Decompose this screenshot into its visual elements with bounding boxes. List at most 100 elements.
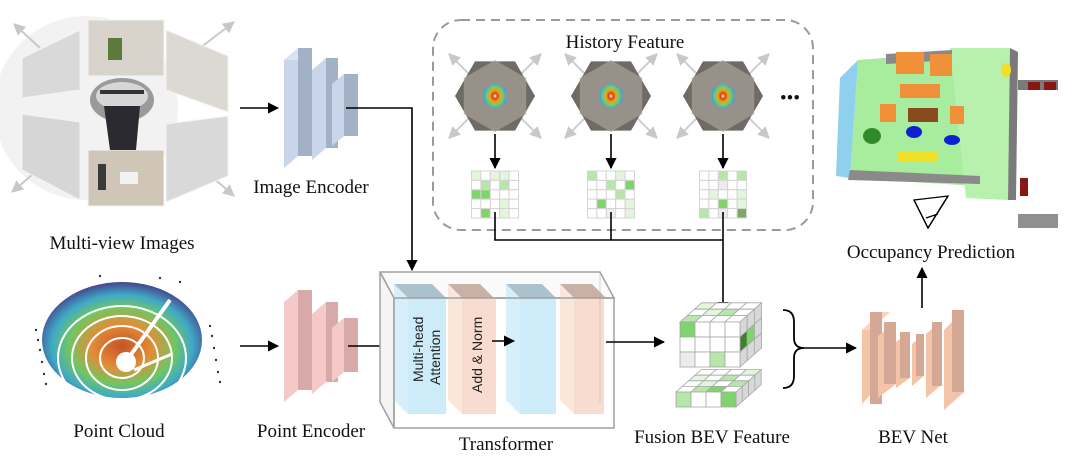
voxel-front <box>724 351 741 368</box>
history-feature-grid <box>699 170 747 219</box>
lidar-hexagon <box>599 83 623 109</box>
camera-view-rear-left <box>21 113 81 201</box>
grid-cell <box>499 198 510 210</box>
grid-cell <box>708 179 719 191</box>
grid-cell <box>615 198 626 210</box>
grid-cell <box>615 179 626 191</box>
grid-cell <box>727 198 738 210</box>
brace-icon <box>782 309 805 389</box>
grid-cell <box>480 179 491 191</box>
grid-cell <box>587 198 598 210</box>
grid-cell <box>489 179 501 191</box>
grid-cell <box>489 189 501 200</box>
image-encoder: Image Encoder <box>253 48 369 198</box>
grid-cell <box>615 170 626 181</box>
grid-cell <box>605 170 617 181</box>
fusion-bev-cube <box>678 301 763 368</box>
bev-net-label: BEV Net <box>878 427 949 448</box>
history-frame <box>564 53 658 170</box>
voxel-front <box>709 351 726 368</box>
voxel-front <box>709 321 726 338</box>
fusion-bev-slab <box>674 368 763 408</box>
voxel-front <box>709 336 726 353</box>
attention-block-2 <box>506 284 556 414</box>
arrow-icon <box>448 53 470 75</box>
camera-view-front-left <box>21 29 81 99</box>
voxel-front <box>724 321 741 338</box>
voxel-front <box>679 336 696 353</box>
lidar-hexagon <box>483 83 507 109</box>
transformer-label: Transformer <box>459 434 554 455</box>
point-cloud-label: Point Cloud <box>73 421 165 442</box>
grid-cell <box>624 179 635 191</box>
grid-cell <box>708 198 719 210</box>
grid-cell <box>708 189 719 200</box>
grid-cell <box>471 208 482 219</box>
grid-cell <box>727 208 738 219</box>
grid-cell <box>699 179 710 191</box>
grid-cell <box>596 208 607 219</box>
history-feature-grid <box>471 170 520 219</box>
grid-cell <box>587 208 598 219</box>
add-norm-block <box>448 284 496 414</box>
grid-cell <box>489 198 501 210</box>
arrow-icon <box>520 53 542 75</box>
voxel-front <box>694 321 711 338</box>
arrow-encoder-to-transformer <box>346 107 418 272</box>
occupancy-prediction-label: Occupancy Prediction <box>847 242 1016 263</box>
grid-cell <box>615 189 626 200</box>
voxel-front <box>679 321 696 338</box>
grid-cell <box>587 179 598 191</box>
grid-cell <box>708 170 719 181</box>
grid-cell <box>699 208 710 219</box>
voxel-front <box>724 336 741 353</box>
grid-cell <box>587 170 598 181</box>
grid-cell <box>699 189 710 200</box>
ellipsis: ••• <box>780 88 800 109</box>
grid-cell <box>615 208 626 219</box>
grid-cell <box>508 189 520 200</box>
point-cloud: Point Cloud <box>34 274 222 442</box>
history-feature-grid <box>587 170 635 219</box>
voxel-front <box>694 351 711 368</box>
voxel-front <box>694 336 711 353</box>
grid-cell <box>727 170 738 181</box>
grid-cell <box>624 198 635 210</box>
arrow-icon <box>676 53 698 75</box>
grid-cell <box>471 170 482 181</box>
grid-cell <box>508 208 520 219</box>
point-encoder: Point Encoder <box>257 290 366 442</box>
grid-cell <box>699 198 710 210</box>
voxel-front <box>720 391 737 408</box>
grid-cell <box>717 189 729 200</box>
fusion-bev-feature-label: Fusion BEV Feature <box>634 427 790 448</box>
voxel-side <box>754 331 762 356</box>
grid-cell <box>489 170 501 181</box>
grid-cell <box>596 189 607 200</box>
grid-cell <box>605 179 617 191</box>
grid-cell <box>699 170 710 181</box>
grid-cell <box>480 198 491 210</box>
bev-net: BEV Net <box>862 310 964 448</box>
grid-cell <box>596 170 607 181</box>
arrow-icon <box>748 117 770 139</box>
arrow-icon <box>520 117 542 139</box>
point-encoder-label: Point Encoder <box>257 421 366 442</box>
grid-cell <box>736 179 747 191</box>
grid-cell <box>480 170 491 181</box>
arrow-icon <box>636 53 658 75</box>
grid-cell <box>596 179 607 191</box>
grid-cell <box>471 189 482 200</box>
grid-cell <box>508 170 520 181</box>
grid-cell <box>624 189 635 200</box>
multiview-images-label: Multi-view Images <box>49 233 194 254</box>
grid-cell <box>624 170 635 181</box>
grid-cell <box>587 189 598 200</box>
history-collector-line <box>494 212 723 241</box>
image-encoder-label: Image Encoder <box>253 177 369 198</box>
voxel-side <box>754 368 762 392</box>
voxel-front <box>705 391 722 408</box>
arrow-icon <box>564 53 586 75</box>
grid-cell <box>605 198 617 210</box>
grid-cell <box>499 189 510 200</box>
